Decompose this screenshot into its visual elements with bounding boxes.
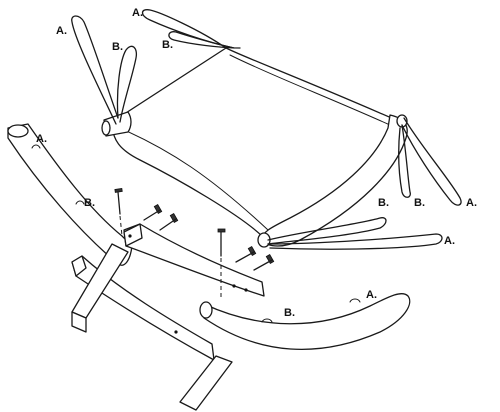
label-a-right: A. [466,197,477,209]
screw-1 [114,188,123,215]
base-bar [71,243,233,411]
label-b-left-arc: B. [84,197,95,209]
label-b-right-arc: B. [284,307,295,319]
screw-4 [217,228,226,257]
label-b-right-2: B. [414,197,425,209]
screws [114,188,275,300]
label-b-right-1: B. [378,197,389,209]
hammock-bed [101,47,408,248]
left-stand-arc [7,123,133,266]
label-a-right-arc: A. [366,289,377,301]
label-a-top: A. [132,7,143,19]
screw-5 [235,245,275,271]
rope-loops-left [71,9,241,125]
center-crossbeam [123,223,265,297]
label-b-top-left: B. [112,41,123,53]
label-a-top-left: A. [56,25,67,37]
screw-3 [159,212,179,231]
rope-loops-right [267,117,462,250]
screw-2 [143,203,163,221]
right-stand-arc [199,292,411,351]
label-a-right-lower: A. [444,235,455,247]
label-a-left-arc: A. [36,133,47,145]
label-b-top: B. [162,39,173,51]
